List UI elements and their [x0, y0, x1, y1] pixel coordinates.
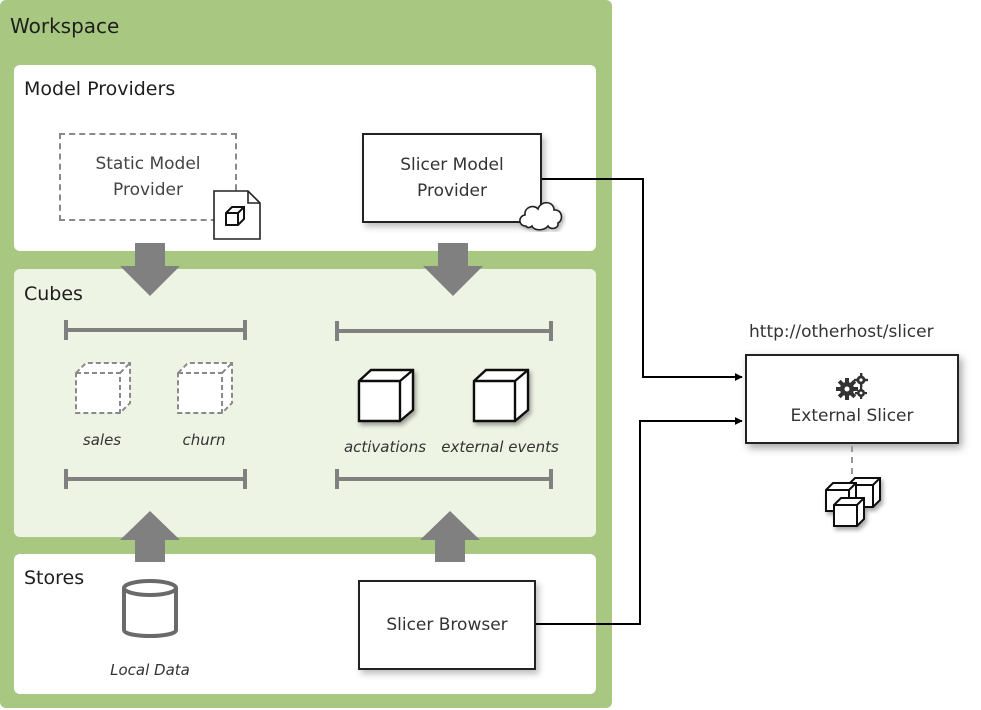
slicer-model-provider[interactable]: Slicer Model Provider	[362, 133, 542, 223]
cloud-icon	[519, 201, 563, 231]
gears-icon	[836, 373, 868, 400]
cubes-title: Cubes	[24, 283, 83, 305]
static-model-provider[interactable]: Static Model Provider	[59, 133, 237, 221]
slicer-browser-label: Slicer Browser	[386, 615, 508, 635]
model-providers-title: Model Providers	[24, 78, 176, 100]
slicer-model-provider-label: Slicer Model Provider	[400, 155, 504, 201]
stores-title: Stores	[24, 567, 85, 589]
external-slicer[interactable]: External Slicer	[745, 354, 959, 444]
cubes-panel	[14, 269, 596, 537]
external-slicer-url: http://otherhost/slicer	[749, 322, 934, 342]
slicer-browser[interactable]: Slicer Browser	[358, 580, 536, 670]
cubes-icon	[825, 477, 881, 527]
workspace-title: Workspace	[10, 14, 120, 38]
local-data-label: Local Data	[110, 661, 190, 679]
external-slicer-label: External Slicer	[790, 406, 914, 426]
cube-label-sales: sales	[82, 431, 122, 449]
database-icon	[122, 579, 178, 638]
cube-label-churn: churn	[182, 431, 226, 449]
cube-label-activations: activations	[343, 438, 427, 456]
cube-label-external-events: external events	[441, 438, 559, 456]
static-model-provider-label: Static Model Provider	[95, 154, 201, 200]
file-cube-icon	[213, 190, 261, 240]
